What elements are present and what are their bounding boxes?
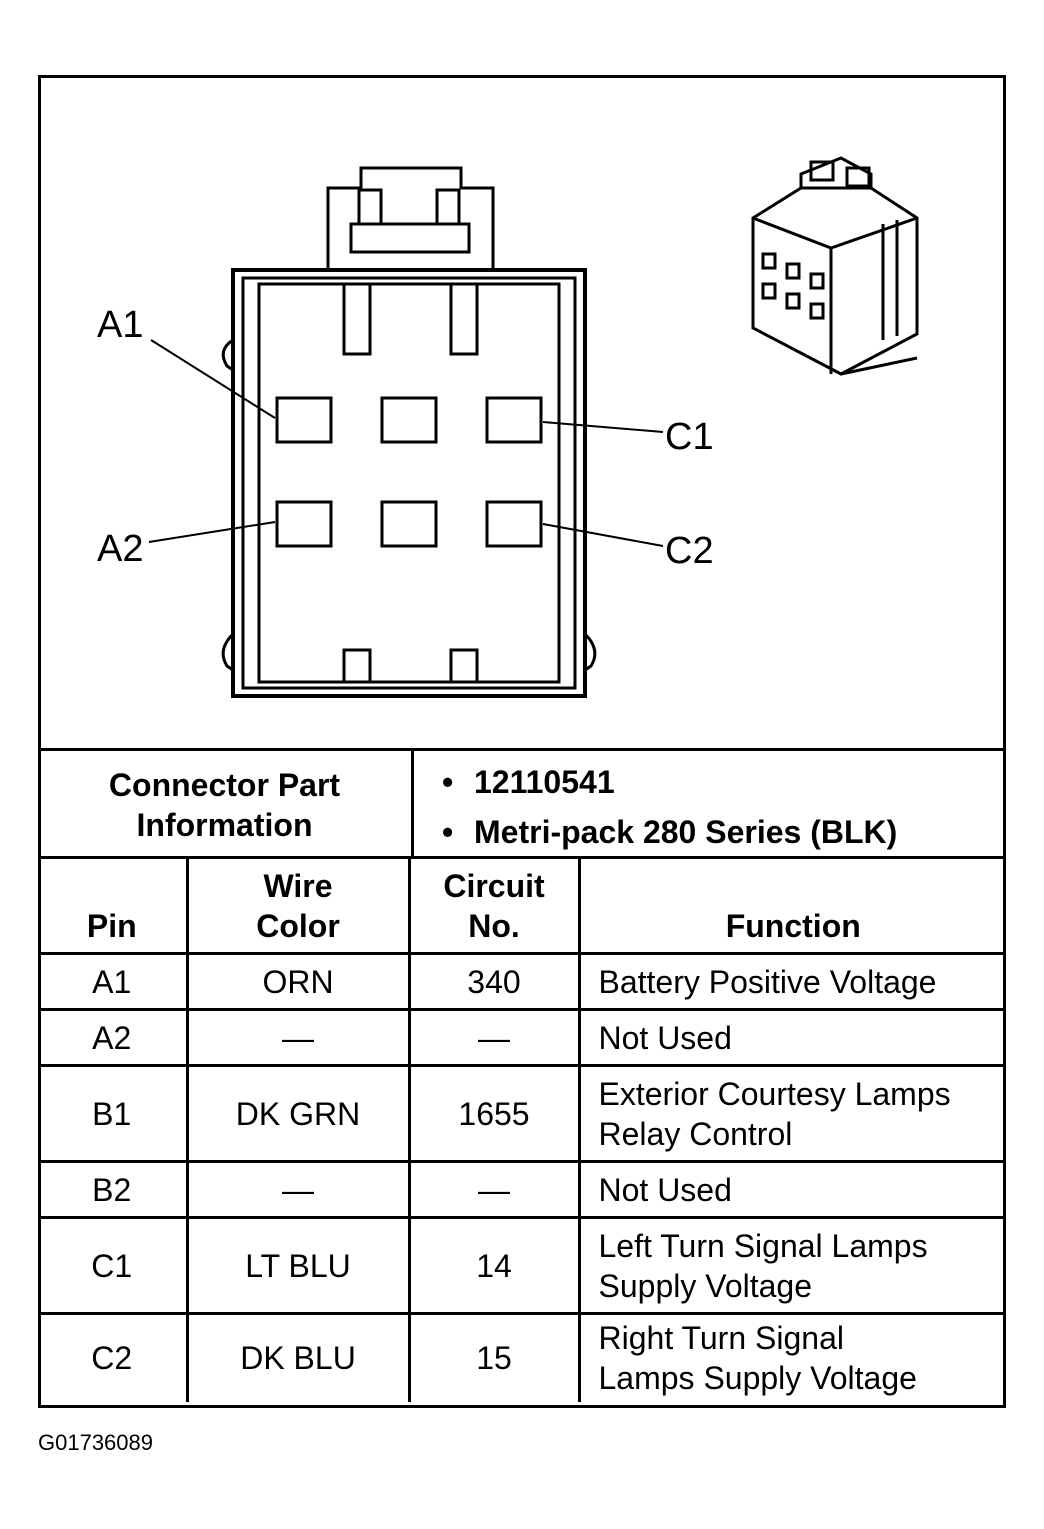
table-row: B2 — — Not Used [38,1160,1006,1219]
header-pin: Pin [38,856,189,955]
connector-info-values: 12110541 Metri-pack 280 Series (BLK) [414,751,1006,858]
cell-pin: C1 [38,1216,189,1315]
connector-drawing [148,156,919,698]
cell-circuit: 340 [407,952,581,1011]
connector-info-label-line2: Information [136,806,313,843]
cell-wire-color: DK GRN [185,1064,411,1163]
cell-wire-color: DK BLU [185,1312,411,1402]
cell-function: Not Used [577,1160,1006,1219]
pin-label-a1: A1 [97,304,144,346]
cell-pin: C2 [38,1312,189,1402]
cell-function: Battery Positive Voltage [577,952,1006,1011]
table-row: A1 ORN 340 Battery Positive Voltage [38,952,1006,1011]
pin-label-a2: A2 [97,528,144,570]
part-number: 12110541 [474,757,1006,807]
cell-circuit: 1655 [407,1064,581,1163]
connector-info-label: Connector Part Information [38,751,414,858]
cell-pin: B2 [38,1160,189,1219]
figure-id: G01736089 [38,1430,153,1455]
cell-circuit: 15 [407,1312,581,1402]
header-function: Function [577,856,1006,955]
cell-wire-color: ORN [185,952,411,1011]
cell-wire-color: — [185,1160,411,1219]
cell-circuit: — [407,1008,581,1067]
connector-part-information: Connector Part Information 12110541 Metr… [38,748,1006,858]
pin-label-c1: C1 [665,416,714,458]
table-row: A2 — — Not Used [38,1008,1006,1067]
connector-series: Metri-pack 280 Series (BLK) [474,807,1006,857]
cell-wire-color: — [185,1008,411,1067]
connector-iso-view [751,156,919,376]
cell-pin: A1 [38,952,189,1011]
cell-circuit: — [407,1160,581,1219]
cell-function: Not Used [577,1008,1006,1067]
diagram-frame: A1 A2 C1 C2 [38,75,1006,1408]
cell-circuit: 14 [407,1216,581,1315]
cell-pin: B1 [38,1064,189,1163]
connector-info-label-line1: Connector Part [108,766,341,803]
cell-pin: A2 [38,1008,189,1067]
pin-label-c2: C2 [665,530,714,572]
cell-wire-color: LT BLU [185,1216,411,1315]
